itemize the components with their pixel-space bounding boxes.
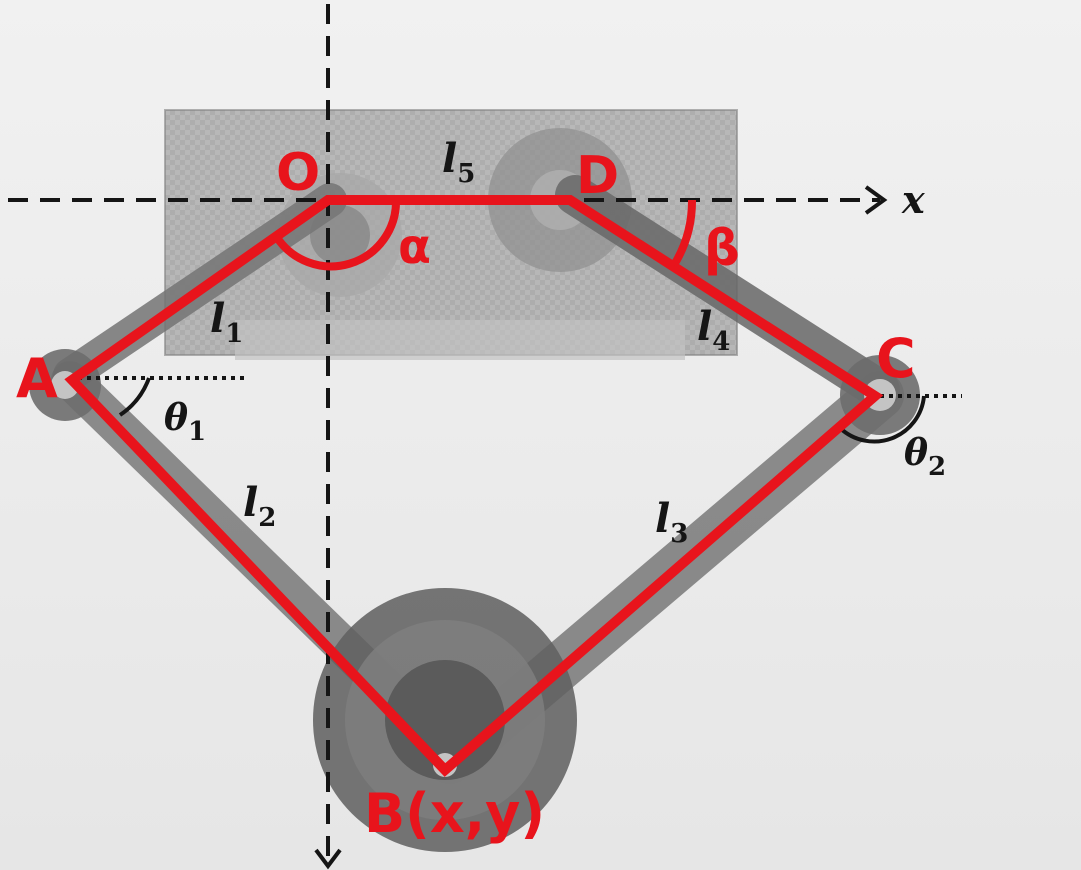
point-b-label: B(x,y) <box>364 782 545 845</box>
alpha-arc <box>272 199 401 271</box>
x-axis-arrowhead <box>864 185 888 215</box>
coordinate-axes: x <box>8 4 926 870</box>
link-l2-label: l2 <box>243 479 276 533</box>
beta-arc <box>670 199 697 268</box>
alpha-label: α <box>398 219 431 275</box>
theta1-arc <box>118 377 151 417</box>
point-c-label: C <box>876 327 916 390</box>
link-l5-label: l5 <box>442 135 475 189</box>
link-l1-label: l1 <box>210 295 243 349</box>
point-d-label: D <box>576 146 619 206</box>
theta1-label: θ1 <box>164 397 206 447</box>
theta2-label: θ2 <box>904 432 946 482</box>
link-l3-label: l3 <box>655 495 688 549</box>
beta-label: β <box>704 219 740 277</box>
arm-upper-right <box>555 175 900 410</box>
theta2-arc <box>838 395 926 444</box>
y-axis-arrowhead <box>314 848 342 870</box>
point-o-label: O <box>276 143 320 203</box>
link-l4-label: l4 <box>697 303 730 357</box>
linkage-outline <box>64 195 884 777</box>
x-axis-label: x <box>901 177 926 222</box>
point-a-label: A <box>16 347 58 410</box>
